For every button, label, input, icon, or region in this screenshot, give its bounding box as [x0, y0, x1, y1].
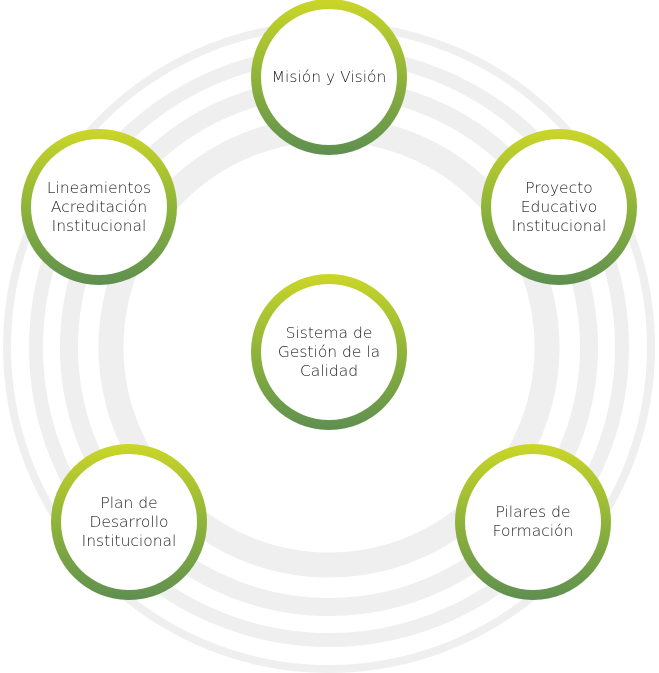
- node-pilares-formacion[interactable]: Pilares de Formación: [455, 444, 611, 600]
- node-label: Proyecto Educativo Institucional: [511, 178, 607, 235]
- node-inner: Misión y Visión: [261, 9, 397, 145]
- node-proyecto-educativo[interactable]: Proyecto Educativo Institucional: [481, 129, 637, 285]
- node-center-sgc[interactable]: Sistema de Gestión de la Calidad: [251, 274, 407, 430]
- node-inner: Pilares de Formación: [465, 454, 601, 590]
- node-inner: Plan de Desarrollo Institucional: [61, 454, 197, 590]
- node-label: Misión y Visión: [271, 67, 387, 86]
- node-plan-desarrollo[interactable]: Plan de Desarrollo Institucional: [51, 444, 207, 600]
- node-label: Lineamientos Acreditación Institucional: [46, 178, 152, 235]
- center-label: Sistema de Gestión de la Calidad: [277, 323, 381, 380]
- node-lineamientos-acreditacion[interactable]: Lineamientos Acreditación Institucional: [21, 129, 177, 285]
- node-inner: Sistema de Gestión de la Calidad: [261, 284, 397, 420]
- node-inner: Proyecto Educativo Institucional: [491, 139, 627, 275]
- node-mision-vision[interactable]: Misión y Visión: [251, 0, 407, 155]
- node-label: Plan de Desarrollo Institucional: [81, 493, 177, 550]
- node-inner: Lineamientos Acreditación Institucional: [31, 139, 167, 275]
- node-label: Pilares de Formación: [492, 503, 574, 540]
